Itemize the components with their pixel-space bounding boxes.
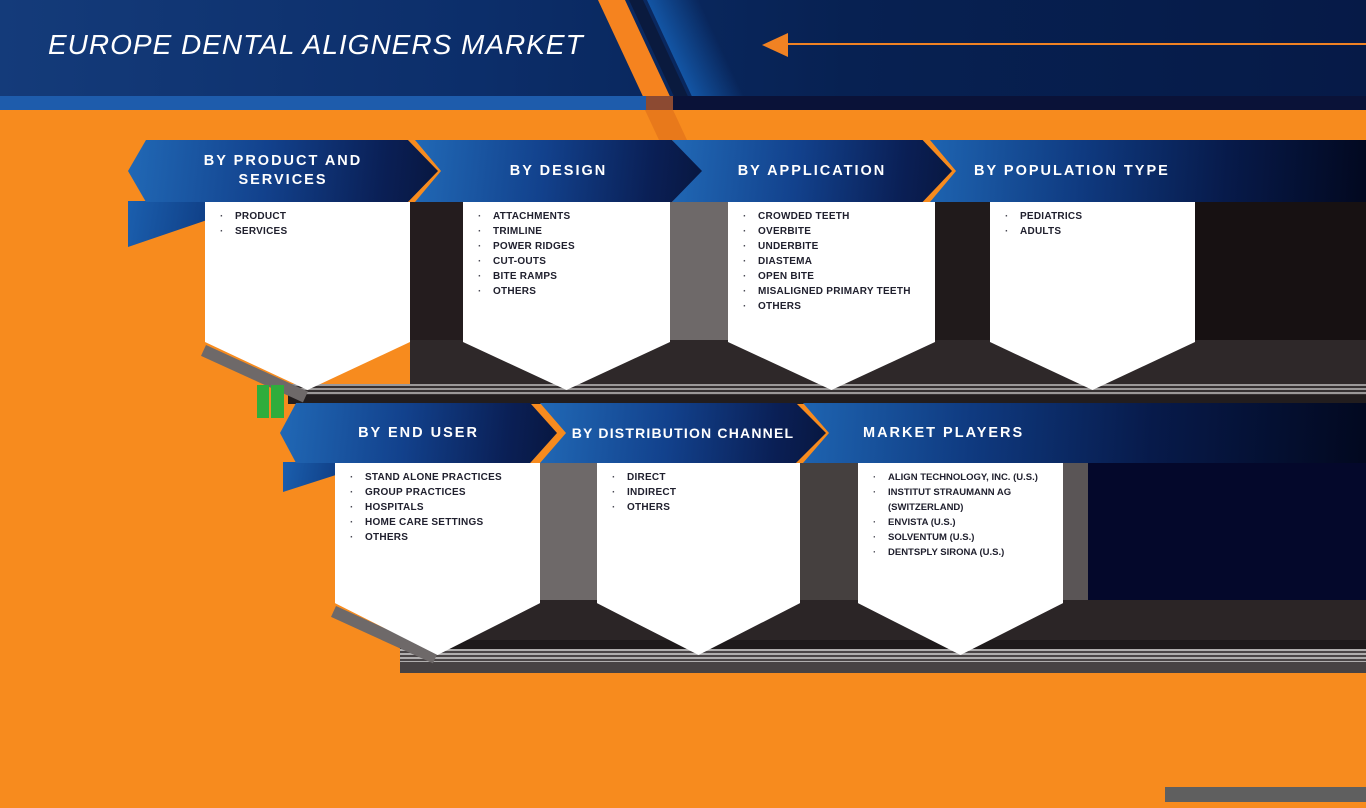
backdrop-column [670,202,728,343]
ribbon-title: BY END USER [358,424,479,441]
page-title: EUROPE DENTAL ALIGNERS MARKET [48,29,584,60]
list-item: PEDIATRICS [1003,209,1189,224]
backdrop-column [410,202,465,343]
backdrop-dark-band [400,640,1366,649]
arrow-left-icon [762,33,788,57]
ribbon-by-product-and-services: BY PRODUCT AND SERVICES [128,140,438,202]
list-item: HOME CARE SETTINGS [348,515,534,530]
ribbon-by-application: BY APPLICATION [672,140,952,202]
substrip-brown-square [646,96,673,110]
list-item: BITE RAMPS [476,269,664,284]
list-item: INDIRECT [610,485,794,500]
list-item: ENVISTA (U.S.) [871,515,1057,530]
list-item: OTHERS [348,530,534,545]
ribbon-title: BY DESIGN [509,162,608,179]
ribbon-title: BY PRODUCT AND SERVICES [203,153,363,188]
green-accent-block [271,385,284,418]
backdrop-column [800,463,858,603]
segment-item-list: ALIGN TECHNOLOGY, INC. (U.S.)INSTITUT ST… [858,463,1063,560]
list-item: DENTSPLY SIRONA (U.S.) [871,545,1057,560]
list-item: INSTITUT STRAUMANN AG (SWITZERLAND) [871,485,1057,515]
backdrop-gray-band [400,662,1366,673]
ribbon-by-design: BY DESIGN [415,140,702,202]
list-item: DIRECT [610,470,794,485]
list-item: OTHERS [741,299,929,314]
segment-item-list: PEDIATRICSADULTS [990,202,1195,239]
header-accent-line [787,43,1366,45]
list-item: OTHERS [476,284,664,299]
ribbon-by-population-type: BY POPULATION TYPE [930,140,1366,202]
bottom-gray-bar [1165,787,1366,802]
ribbon-by-end-user: BY END USER [280,403,557,463]
backdrop-dark-band [288,395,1366,404]
list-item: POWER RIDGES [476,239,664,254]
ribbon-title: BY APPLICATION [737,162,887,179]
ribbon-fold-tail [128,201,206,247]
header-band: EUROPE DENTAL ALIGNERS MARKET [0,0,1366,96]
list-item: ALIGN TECHNOLOGY, INC. (U.S.) [871,470,1057,485]
ribbon-market-players: MARKET PLAYERS [803,403,1366,463]
list-item: ATTACHMENTS [476,209,664,224]
backdrop-column [540,463,597,603]
list-item: SERVICES [218,224,404,239]
list-item: OTHERS [610,500,794,515]
segment-item-list: ATTACHMENTSTRIMLINEPOWER RIDGESCUT-OUTSB… [463,202,670,299]
substrip-blue [0,96,646,110]
backdrop-striped-band [400,649,1366,662]
list-item: OVERBITE [741,224,929,239]
backdrop-column [935,202,990,343]
list-item: OPEN BITE [741,269,929,284]
list-item: STAND ALONE PRACTICES [348,470,534,485]
ribbon-by-distribution-channel: BY DISTRIBUTION CHANNEL [540,403,826,463]
ribbon-title: BY DISTRIBUTION CHANNEL [571,424,795,441]
segment-item-list: DIRECTINDIRECTOTHERS [597,463,800,515]
list-item: PRODUCT [218,209,404,224]
segment-item-list: PRODUCTSERVICES [205,202,410,239]
backdrop-striped-band [288,384,1366,395]
list-item: CROWDED TEETH [741,209,929,224]
list-item: HOSPITALS [348,500,534,515]
ribbon-title: BY POPULATION TYPE [974,162,1170,179]
list-item: DIASTEMA [741,254,929,269]
segment-item-list: STAND ALONE PRACTICESGROUP PRACTICESHOSP… [335,463,540,545]
list-item: UNDERBITE [741,239,929,254]
green-accent-block [257,385,269,418]
ribbon-fold-tail [283,462,337,492]
ribbon-title: MARKET PLAYERS [863,424,1025,441]
list-item: TRIMLINE [476,224,664,239]
list-item: SOLVENTUM (U.S.) [871,530,1057,545]
list-item: MISALIGNED PRIMARY TEETH [741,284,929,299]
substrip-navy [673,96,1366,110]
backdrop-column [1063,463,1088,603]
list-item: ADULTS [1003,224,1189,239]
segment-item-list: CROWDED TEETHOVERBITEUNDERBITEDIASTEMAOP… [728,202,935,314]
list-item: GROUP PRACTICES [348,485,534,500]
list-item: CUT-OUTS [476,254,664,269]
orange-diagonal-wedge [645,110,687,140]
